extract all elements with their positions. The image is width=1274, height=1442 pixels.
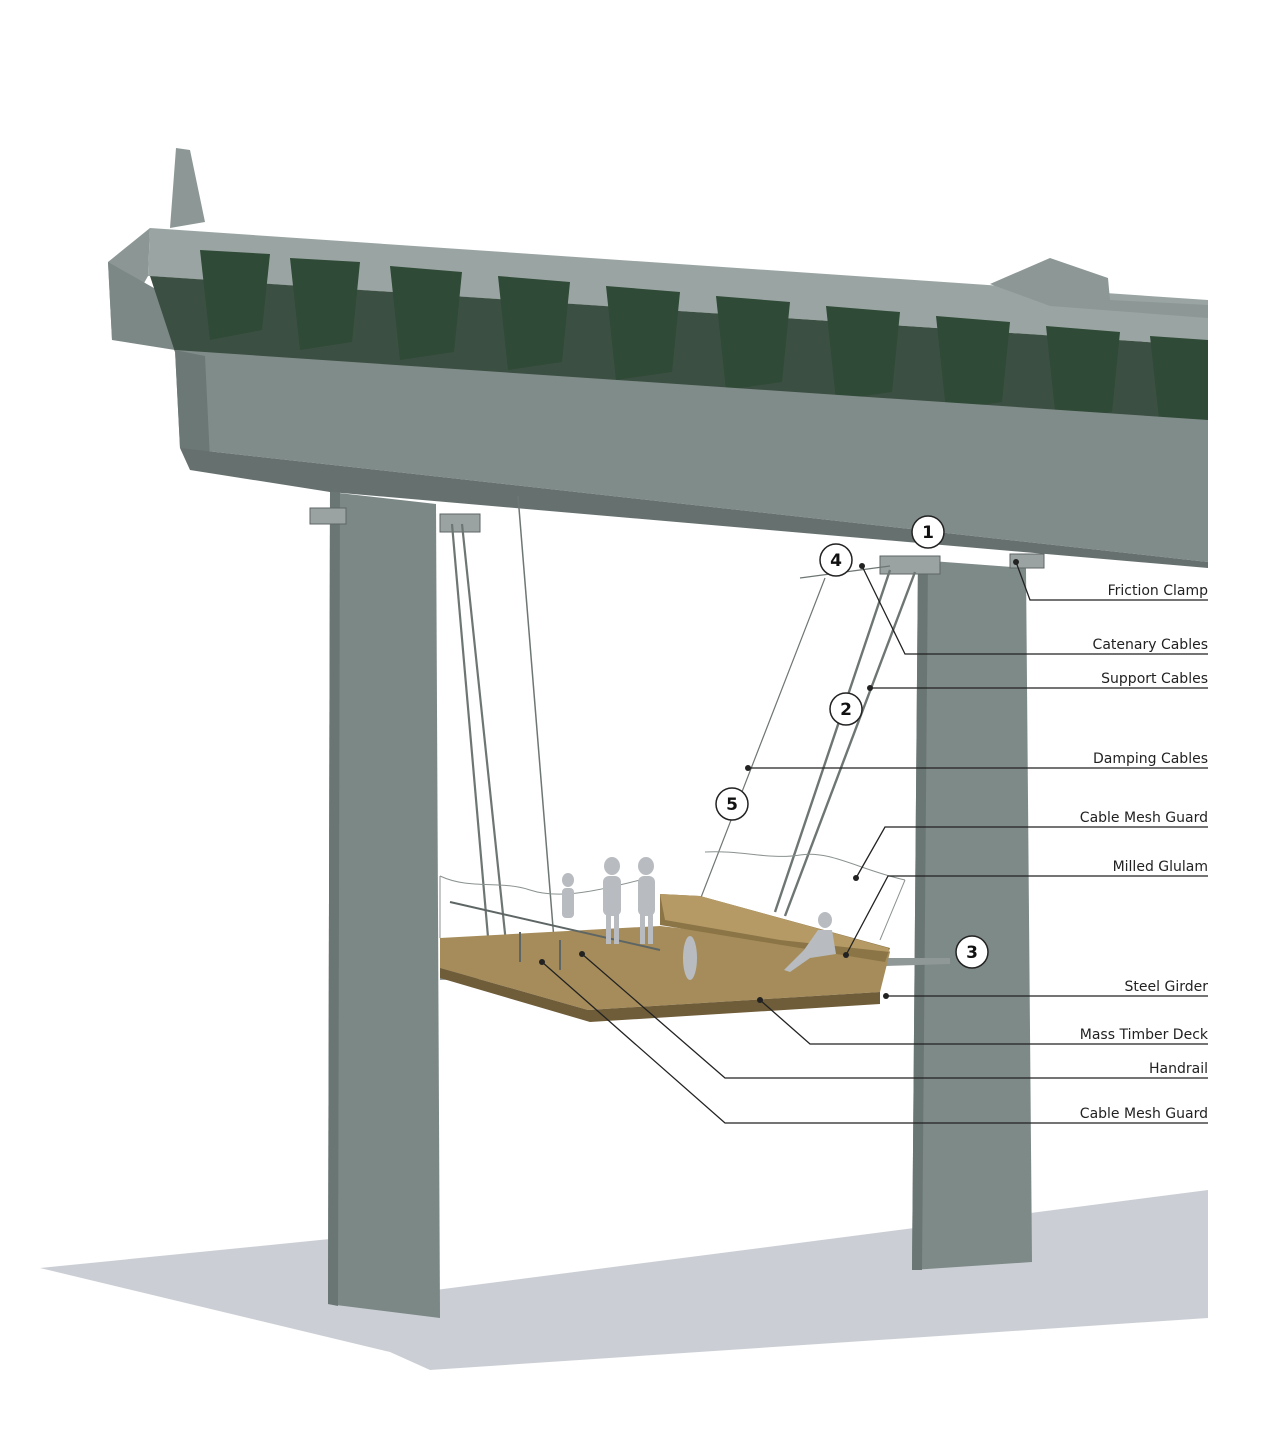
label-damping-cables: Damping Cables	[1093, 751, 1208, 767]
label-support-cables: Support Cables	[1101, 671, 1208, 687]
svg-text:5: 5	[726, 795, 738, 815]
svg-text:3: 3	[966, 943, 978, 963]
svg-text:1: 1	[922, 523, 934, 543]
handrail	[449, 901, 661, 970]
callout-3: 3	[955, 935, 989, 969]
callout-5: 5	[715, 787, 749, 821]
right-column	[912, 560, 1032, 1270]
leader-lines	[539, 559, 1208, 1124]
friction-clamps	[309, 507, 1045, 575]
label-catenary-cables: Catenary Cables	[1093, 637, 1208, 653]
cable-mesh-guard	[439, 851, 906, 941]
callout-1: 1	[911, 515, 945, 549]
label-milled-glulam: Milled Glulam	[1113, 859, 1208, 875]
label-cable-mesh-guard-lower: Cable Mesh Guard	[1080, 1106, 1208, 1122]
overpass-deck	[108, 148, 1208, 350]
pier-cap-beam	[175, 350, 1208, 568]
label-steel-girder: Steel Girder	[1125, 979, 1209, 995]
callout-4: 4	[819, 543, 853, 577]
people-silhouettes	[562, 857, 836, 980]
label-cable-mesh-guard-upper: Cable Mesh Guard	[1080, 810, 1208, 826]
numbered-callouts: 1 4 2 5 3	[715, 515, 989, 969]
label-mass-timber-deck: Mass Timber Deck	[1080, 1027, 1209, 1043]
svg-text:4: 4	[830, 551, 842, 571]
label-friction-clamp: Friction Clamp	[1108, 583, 1209, 599]
steel-girders	[150, 250, 1208, 440]
svg-text:2: 2	[840, 700, 852, 720]
label-handrail: Handrail	[1149, 1061, 1208, 1077]
ground-shadow	[40, 1190, 1208, 1370]
callout-2: 2	[829, 692, 863, 726]
left-column	[328, 492, 440, 1318]
component-labels: Friction Clamp Catenary Cables Support C…	[1080, 583, 1209, 1122]
